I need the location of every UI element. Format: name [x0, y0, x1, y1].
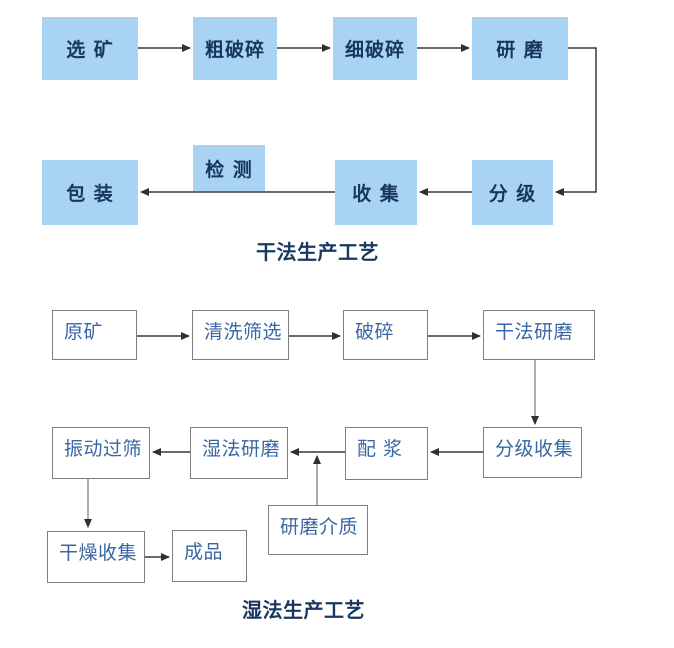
flow-node-posui-label: 破碎 — [355, 321, 395, 343]
arrow-yanmo-to-fenji — [555, 47, 597, 196]
flow-node-yuankuang: 原矿 — [52, 310, 137, 360]
flow-node-zhendongguoshai-label: 振动过筛 — [64, 438, 143, 460]
wet-process-title: 湿法生产工艺 — [242, 598, 365, 622]
dry-process-title: 干法生产工艺 — [256, 240, 379, 264]
flow-node-xiposui: 细破碎 — [333, 17, 417, 80]
flow-node-shouji-label: 收 集 — [352, 183, 400, 205]
flow-node-yuankuang-label: 原矿 — [64, 321, 104, 343]
flow-node-baozhuang: 包 装 — [42, 160, 138, 225]
flow-node-qingxishaixuan-label: 清洗筛选 — [204, 321, 283, 343]
flow-node-chengpin-label: 成品 — [184, 541, 224, 563]
flow-node-xiposui-label: 细破碎 — [344, 39, 405, 61]
flow-node-zhendongguoshai: 振动过筛 — [52, 427, 150, 479]
flow-node-posui: 破碎 — [343, 310, 428, 360]
flow-node-cuposui: 粗破碎 — [193, 17, 277, 80]
flow-node-yanmo-label: 研 磨 — [496, 39, 544, 61]
flow-node-fenjishouji: 分级收集 — [483, 427, 582, 478]
flow-node-yanmojiezhi: 研磨介质 — [268, 505, 368, 555]
flow-node-fenji: 分 级 — [472, 160, 553, 225]
flow-node-ganfayanmo: 干法研磨 — [483, 310, 595, 360]
flow-node-ganzaoshouji: 干燥收集 — [47, 531, 145, 583]
flow-node-qingxishaixuan: 清洗筛选 — [192, 310, 289, 360]
flow-node-chengpin: 成品 — [172, 530, 247, 582]
flow-node-fenji-label: 分 级 — [488, 183, 537, 205]
flow-node-yanmo: 研 磨 — [472, 17, 568, 80]
flow-node-jiance: 检 测 — [193, 145, 265, 191]
flow-node-yanmojiezhi-label: 研磨介质 — [280, 516, 359, 538]
flow-node-xuankuang-label: 选 矿 — [66, 39, 114, 61]
flow-node-shifayanmo-label: 湿法研磨 — [202, 438, 281, 460]
flow-node-ganfayanmo-label: 干法研磨 — [495, 321, 574, 343]
flow-node-ganzaoshouji-label: 干燥收集 — [59, 542, 138, 564]
flow-node-fenjishouji-label: 分级收集 — [495, 438, 574, 460]
flow-node-peijiang: 配 浆 — [345, 427, 428, 480]
flow-node-cuposui-label: 粗破碎 — [204, 39, 265, 61]
flow-node-peijiang-label: 配 浆 — [357, 438, 403, 460]
flow-node-shifayanmo: 湿法研磨 — [190, 427, 288, 479]
flow-node-xuankuang: 选 矿 — [42, 17, 138, 80]
flow-node-baozhuang-label: 包 装 — [66, 183, 114, 205]
flow-node-jiance-label: 检 测 — [205, 158, 253, 181]
flow-node-shouji: 收 集 — [335, 160, 417, 225]
